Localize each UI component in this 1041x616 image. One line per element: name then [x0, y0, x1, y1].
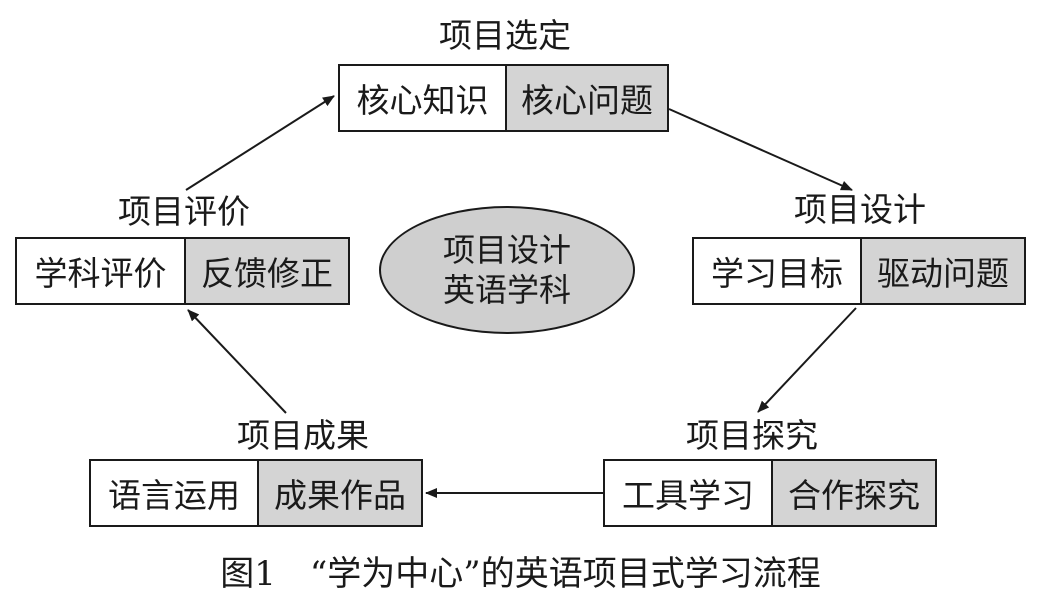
- design-box: 学习目标 驱动问题: [692, 237, 1026, 305]
- outcome-left-cell: 语言运用: [91, 461, 259, 525]
- evaluation-box: 学科评价 反馈修正: [15, 237, 350, 305]
- inquiry-right-cell: 合作探究: [773, 461, 935, 525]
- evaluation-left-cell: 学科评价: [17, 239, 186, 303]
- arrow-design-to-inquiry: [757, 307, 857, 413]
- arrow-selection-to-design: [668, 108, 853, 191]
- selection-box: 核心知识 核心问题: [338, 64, 669, 132]
- evaluation-title: 项目评价: [118, 192, 250, 231]
- figure-caption: 图1 “学为中心”的英语项目式学习流程: [220, 554, 821, 594]
- inquiry-left-cell: 工具学习: [605, 461, 773, 525]
- selection-right-cell: 核心问题: [507, 66, 667, 130]
- selection-left-cell: 核心知识: [340, 66, 507, 130]
- outcome-box: 语言运用 成果作品: [89, 459, 423, 527]
- outcome-title: 项目成果: [237, 416, 369, 455]
- evaluation-right-cell: 反馈修正: [186, 239, 348, 303]
- outcome-right-cell: 成果作品: [259, 461, 421, 525]
- design-right-cell: 驱动问题: [862, 239, 1024, 303]
- center-line-2: 英语学科: [442, 271, 571, 309]
- design-title: 项目设计: [794, 190, 926, 229]
- selection-title: 项目选定: [439, 16, 571, 55]
- inquiry-box: 工具学习 合作探究: [603, 459, 937, 527]
- center-ellipse: 项目设计 英语学科: [379, 206, 635, 334]
- arrow-outcome-to-evaluation: [187, 309, 287, 414]
- inquiry-title: 项目探究: [686, 416, 818, 455]
- center-line-1: 项目设计: [442, 231, 571, 269]
- arrow-evaluation-to-selection: [185, 95, 335, 191]
- design-left-cell: 学习目标: [694, 239, 862, 303]
